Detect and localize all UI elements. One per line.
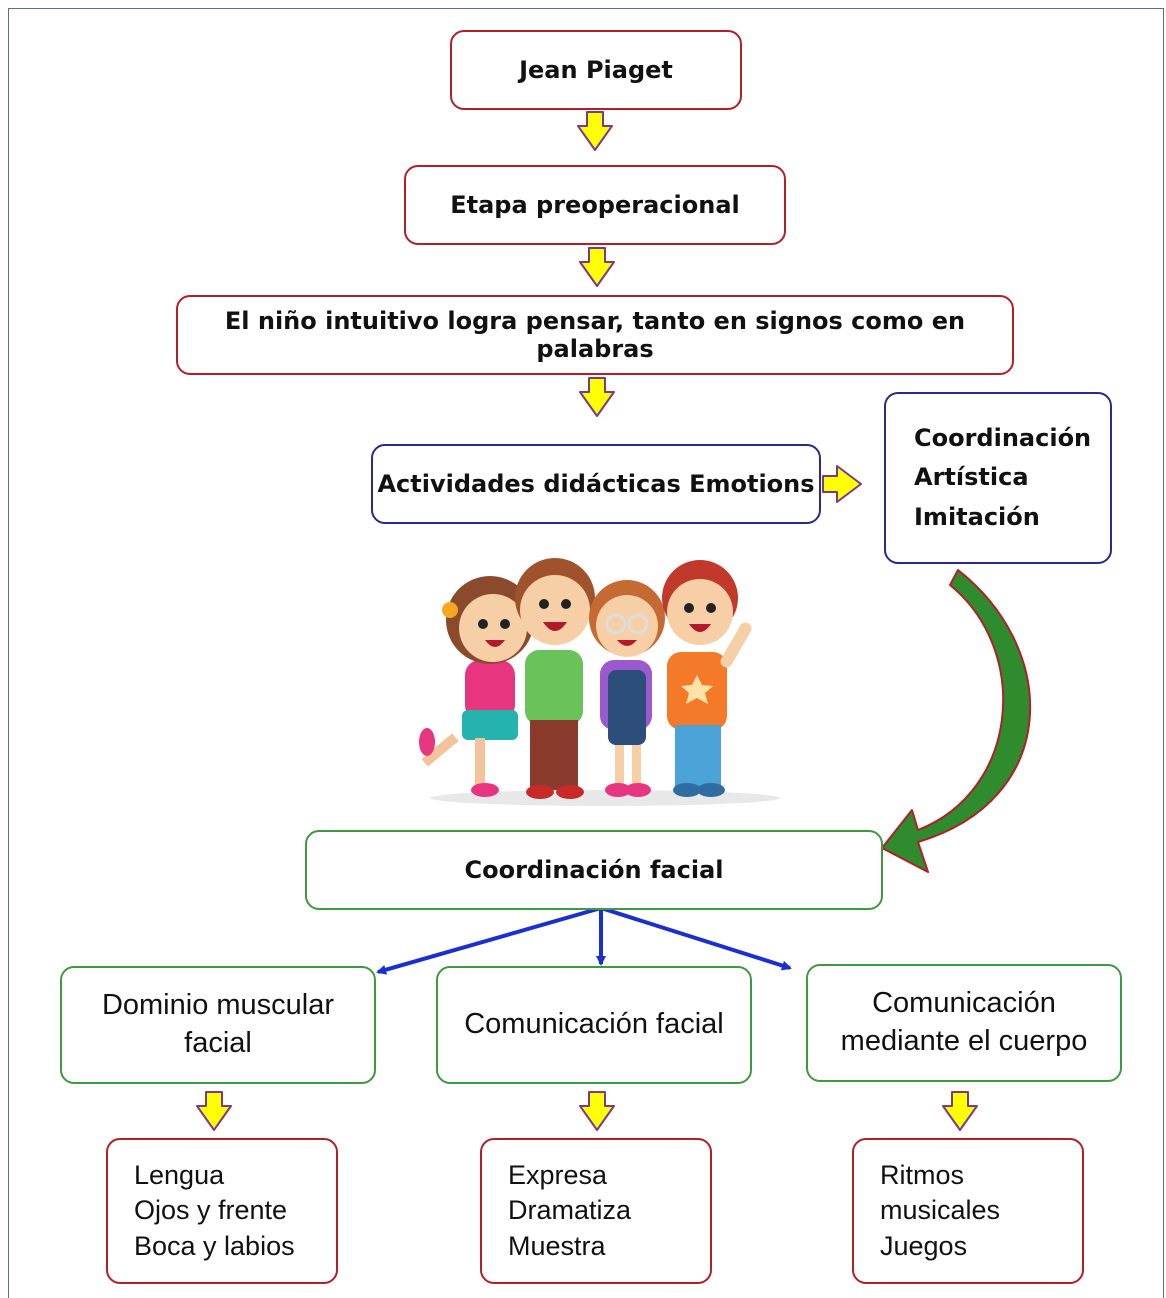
node-thought-label: El niño intuitivo logra pensar, tanto en… — [224, 307, 966, 363]
node-jean-piaget: Jean Piaget — [450, 30, 742, 110]
page-frame — [8, 8, 1164, 1298]
yellow-arrow-right — [822, 465, 862, 503]
branch-3: Comunicación mediante el cuerpo — [806, 964, 1122, 1082]
node-activities-label: Actividades didácticas Emotions — [377, 470, 815, 498]
skill-item: Artística — [914, 463, 1029, 492]
node-skills: Coordinación Artística Imitación — [884, 392, 1112, 564]
node-thought: El niño intuitivo logra pensar, tanto en… — [176, 295, 1014, 375]
node-etapa-label: Etapa preoperacional — [450, 191, 740, 219]
yellow-arrow-5 — [579, 1091, 615, 1131]
leaf-2-item: Muestra — [508, 1230, 606, 1261]
branch-2: Comunicación facial — [436, 966, 752, 1084]
children-illustration — [419, 558, 780, 806]
leaf-1-item: Boca y labios — [134, 1230, 295, 1261]
blue-arrow-right — [600, 906, 792, 971]
node-etapa: Etapa preoperacional — [404, 165, 786, 245]
blue-arrow-left — [376, 906, 602, 975]
leaf-3-item: musicales — [880, 1195, 1001, 1226]
branch-1-line: Dominio muscular — [101, 989, 335, 1022]
node-coordinacion-facial-label: Coordinación facial — [464, 856, 724, 884]
branch-3-line: mediante el cuerpo — [840, 1025, 1088, 1057]
leaf-3-item: Ritmos — [880, 1160, 965, 1191]
yellow-arrow-3 — [579, 377, 615, 417]
yellow-arrow-4 — [196, 1091, 232, 1131]
skill-item: Imitación — [914, 502, 1040, 531]
yellow-arrow-1 — [577, 111, 613, 151]
leaf-1: Lengua Ojos y frente Boca y labios — [106, 1138, 338, 1284]
yellow-arrow-6 — [942, 1091, 978, 1131]
yellow-arrow-2 — [579, 247, 615, 287]
node-coordinacion-facial: Coordinación facial — [305, 830, 883, 910]
branch-1: Dominio muscular facial — [60, 966, 376, 1084]
branch-3-line: Comunicación — [872, 987, 1056, 1020]
branch-2-line: Comunicación facial — [464, 1008, 724, 1041]
leaf-1-item: Lengua — [134, 1160, 225, 1191]
leaf-2-item: Expresa — [508, 1160, 608, 1191]
leaf-3-item: Juegos — [880, 1230, 968, 1261]
branch-1-line: facial — [184, 1027, 252, 1059]
skill-item: Coordinación — [914, 423, 1092, 452]
leaf-2-item: Dramatiza — [508, 1195, 632, 1226]
green-curved-arrow — [881, 569, 1032, 873]
node-jean-piaget-label: Jean Piaget — [519, 56, 673, 84]
leaf-3: Ritmos musicales Juegos — [852, 1138, 1084, 1284]
leaf-1-item: Ojos y frente — [134, 1195, 288, 1226]
node-activities: Actividades didácticas Emotions — [371, 444, 821, 524]
leaf-2: Expresa Dramatiza Muestra — [480, 1138, 712, 1284]
